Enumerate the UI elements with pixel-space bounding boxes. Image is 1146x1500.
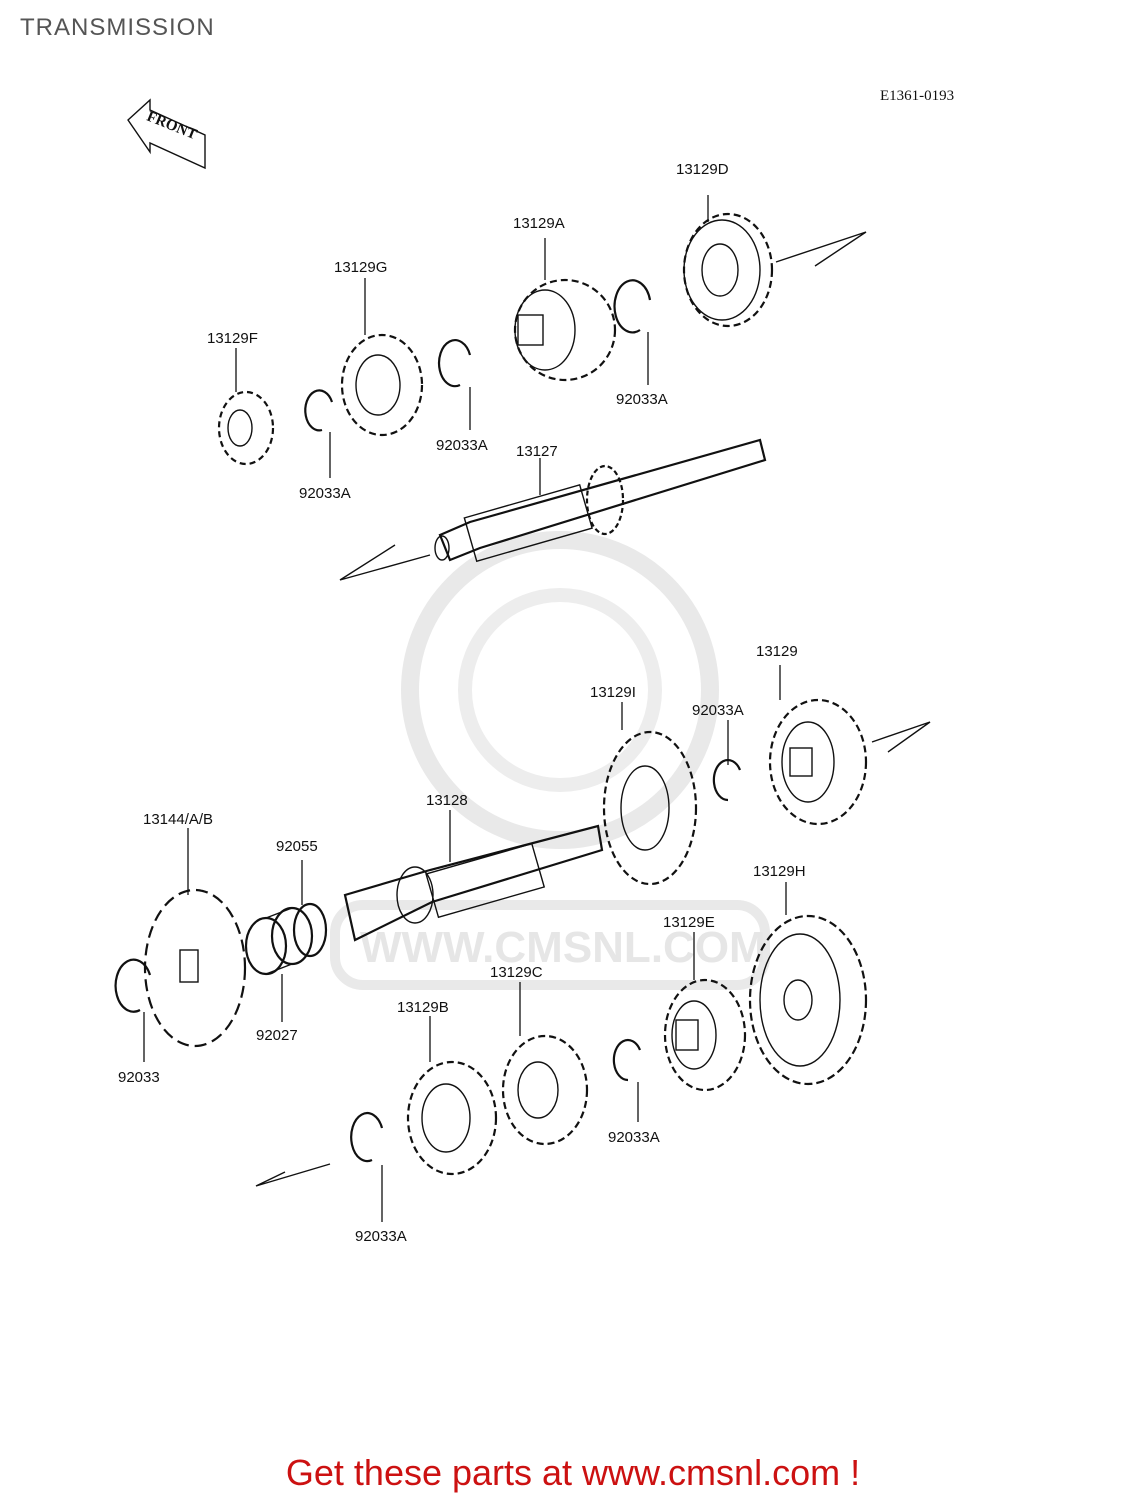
page-title: TRANSMISSION [20, 14, 215, 41]
label-13127: 13127 [516, 443, 558, 460]
footer-link-container: Get these parts at www.cmsnl.com ! [0, 1452, 1146, 1494]
label-13129B: 13129B [397, 999, 449, 1016]
gear-13129C [501, 982, 589, 1146]
direction-mark-lower-left [255, 1163, 331, 1187]
label-13128: 13128 [426, 792, 468, 809]
shaft-13128 [343, 810, 604, 942]
label-92033A-5: 92033A [608, 1129, 660, 1146]
gear-13129G [340, 278, 424, 437]
watermark: WWW.CMSNL.COM [330, 531, 770, 990]
label-13129C: 13129C [490, 964, 543, 981]
gear-13129B [406, 1016, 498, 1176]
label-13129D: 13129D [676, 161, 729, 178]
label-92027: 92027 [256, 1027, 298, 1044]
watermark-text: WWW.CMSNL.COM [360, 923, 766, 972]
label-13129G: 13129G [334, 259, 387, 276]
direction-mark-upper-left [339, 544, 431, 581]
snap-ring-92033 [114, 958, 152, 1062]
gear-13129A [513, 238, 617, 382]
label-13129E: 13129E [663, 914, 715, 931]
label-92033A-1: 92033A [616, 391, 668, 408]
snap-ring-upper-right [613, 279, 652, 385]
label-92033A-4: 92033A [692, 702, 744, 719]
label-13129I: 13129I [590, 684, 636, 701]
label-13129A: 13129A [513, 215, 565, 232]
label-92055: 92055 [276, 838, 318, 855]
snap-ring-upper-middle [437, 339, 472, 430]
gear-13129E [663, 932, 747, 1092]
gear-13129F [217, 348, 275, 466]
label-13144: 13144/A/B [143, 811, 213, 828]
gear-13129 [768, 665, 868, 826]
direction-mark-lower-right [871, 721, 931, 753]
snap-ring-lower-middle [612, 1038, 642, 1122]
shaft-13127 [434, 438, 767, 563]
collar-92027 [244, 906, 314, 1022]
label-13129: 13129 [756, 643, 798, 660]
label-13129H: 13129H [753, 863, 806, 880]
front-arrow-icon: FRONT [127, 98, 206, 170]
label-92033A-2: 92033A [436, 437, 488, 454]
snap-ring-lower-right [712, 720, 742, 802]
gear-13129I [602, 702, 698, 886]
snap-ring-lower-bottom [350, 1112, 384, 1222]
label-92033: 92033 [118, 1069, 160, 1086]
label-13129F: 13129F [207, 330, 258, 347]
label-92033A-3: 92033A [299, 485, 351, 502]
direction-mark-upper-right [775, 231, 867, 267]
gear-13129H [748, 882, 868, 1086]
label-92033A-6: 92033A [355, 1228, 407, 1245]
cmsnl-footer-link[interactable]: Get these parts at www.cmsnl.com ! [285, 1452, 861, 1493]
sprocket-13144 [143, 828, 247, 1048]
front-label: FRONT [144, 109, 199, 144]
gear-13129D [682, 195, 774, 328]
ring-92055 [292, 860, 328, 958]
snap-ring-upper-left [304, 389, 334, 478]
diagram-code: E1361-0193 [880, 88, 955, 104]
